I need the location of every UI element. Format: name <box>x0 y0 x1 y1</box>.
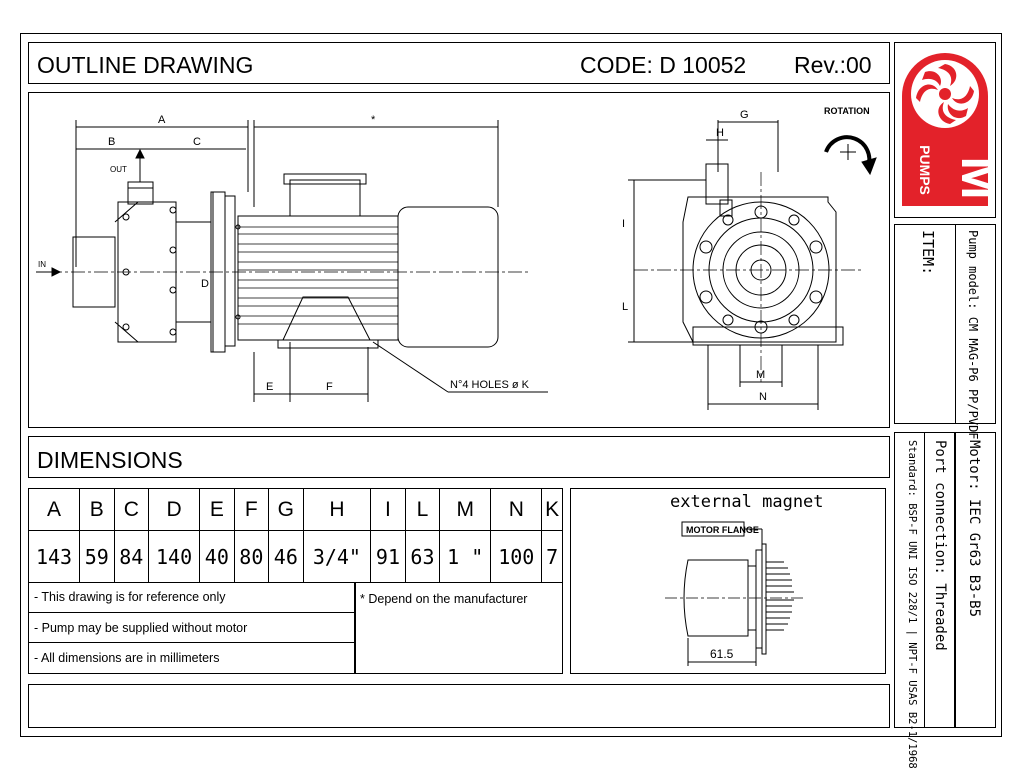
note-millimeters: - All dimensions are in millimeters <box>34 651 220 665</box>
dims-value: 40 <box>199 530 235 583</box>
logo-text: PUMPS <box>917 145 933 195</box>
dims-header: F <box>233 488 270 531</box>
dims-value-row: 143 59 84 140 40 80 46 3/4" 91 63 1 " 10… <box>27 530 563 583</box>
dims-header: C <box>113 488 150 531</box>
drawing-area <box>28 92 890 428</box>
magnet-flange-label: MOTOR FLANGE <box>686 525 759 535</box>
dimensions-title: DIMENSIONS <box>37 447 183 473</box>
dims-value: 3/4" <box>302 530 372 583</box>
dims-header: N <box>490 488 543 531</box>
dims-value: 80 <box>233 530 270 583</box>
notes-right-box <box>355 582 563 674</box>
rotation-label: ROTATION <box>824 106 870 116</box>
magnet-drawing: MOTOR FLANGE 61.5 <box>665 521 805 666</box>
pump-model: Pump model: CM MAG-P6 PP/PVDF <box>966 230 980 440</box>
port-connection: Port connection: Threaded <box>932 440 948 651</box>
dimensions-header <box>28 436 890 478</box>
drawing-code: CODE: D 10052 <box>580 52 747 78</box>
dims-header: H <box>302 488 372 531</box>
pump-drawing: A B C * D E F N°4 HOLES ø K OUT IN G H I… <box>36 106 877 410</box>
dim-label-b: B <box>108 136 115 148</box>
dim-label-l: L <box>622 301 628 313</box>
dims-header: A <box>27 488 81 531</box>
side-pump-model-cell <box>955 224 996 424</box>
side-motor-cell <box>955 432 996 728</box>
item-label: ITEM: <box>919 230 937 276</box>
dims-header: M <box>439 488 492 531</box>
dim-label-a: A <box>158 114 166 126</box>
dims-value: 84 <box>113 530 150 583</box>
footer-box <box>28 684 890 728</box>
dim-label-c: C <box>193 136 201 148</box>
sheet-border <box>20 33 1002 737</box>
note-reference: - This drawing is for reference only <box>34 590 226 604</box>
dims-header-row: A B C D E F G H I L M N K <box>27 488 563 531</box>
dims-value: 140 <box>148 530 201 583</box>
dim-label-h: H <box>716 127 724 139</box>
logo-letter: M <box>950 156 992 199</box>
out-label: OUT <box>110 165 127 174</box>
dims-header: D <box>148 488 201 531</box>
dims-value: 7 <box>541 530 563 583</box>
dims-header: B <box>79 488 115 531</box>
dims-value: 143 <box>27 530 81 583</box>
dims-header: I <box>370 488 406 531</box>
dim-label-star: * <box>371 114 376 126</box>
dims-value: 63 <box>404 530 441 583</box>
dims-value: 100 <box>490 530 543 583</box>
dim-label-n: N <box>759 391 767 403</box>
dims-header: K <box>541 488 563 531</box>
dims-value: 46 <box>268 530 304 583</box>
magnet-title: external magnet <box>670 492 824 512</box>
page-title: OUTLINE DRAWING <box>37 52 254 78</box>
dim-label-e: E <box>266 381 273 393</box>
dim-label-i: I <box>622 218 625 230</box>
magnet-box <box>570 488 886 674</box>
side-port-cell <box>924 432 955 728</box>
header-bar <box>28 42 890 84</box>
in-label: IN <box>38 260 46 269</box>
note-manufacturer: * Depend on the manufacturer <box>360 592 528 606</box>
revision: Rev.:00 <box>794 52 872 78</box>
dims-value: 1 " <box>439 530 492 583</box>
holes-label: N°4 HOLES ø K <box>450 379 530 391</box>
notes-divider <box>28 612 355 643</box>
m-pumps-logo: M PUMPS <box>902 53 992 206</box>
dims-value: 91 <box>370 530 406 583</box>
dim-label-d: D <box>201 278 209 290</box>
dim-label-g: G <box>740 109 749 121</box>
dimensions-table: A B C D E F G H I L M N K 143 59 84 140 … <box>27 488 563 583</box>
dim-label-m: M <box>756 369 765 381</box>
note-without-motor: - Pump may be supplied without motor <box>34 621 248 635</box>
dims-header: E <box>199 488 235 531</box>
dims-value: 59 <box>79 530 115 583</box>
motor-spec: Motor: IEC Gr63 B3-B5 <box>966 440 982 618</box>
dims-header: G <box>268 488 304 531</box>
standard-spec: Standard: BSP-F UNI ISO 228/1 | NPT-F US… <box>906 440 918 769</box>
dims-header: L <box>404 488 441 531</box>
logo-box <box>894 42 996 218</box>
dim-label-f: F <box>326 381 333 393</box>
magnet-dimension: 61.5 <box>710 647 734 661</box>
